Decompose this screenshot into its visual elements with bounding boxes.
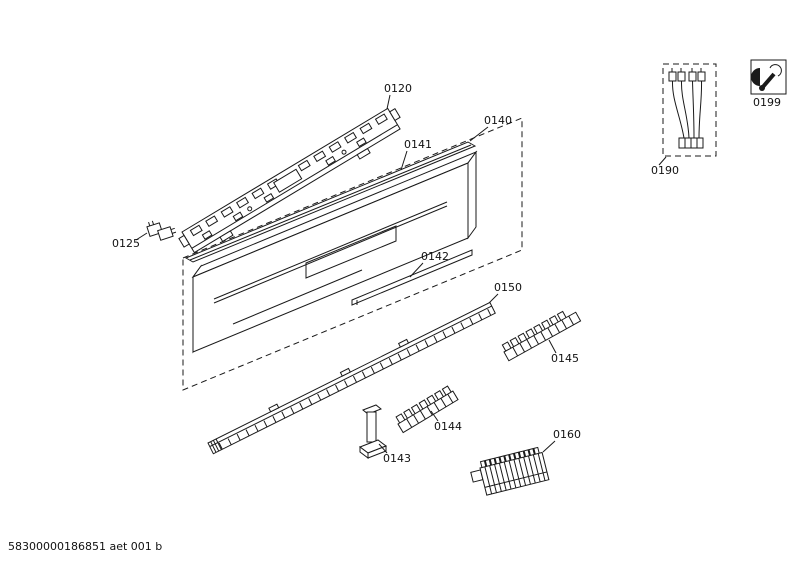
part-label-0190: 0190 bbox=[651, 164, 679, 177]
harness-box bbox=[662, 63, 717, 157]
part-label-0150: 0150 bbox=[494, 281, 522, 294]
part-label-0125: 0125 bbox=[112, 237, 140, 250]
leader-0143 bbox=[378, 443, 388, 454]
part-0199-tool bbox=[750, 59, 787, 95]
leader-0150 bbox=[488, 293, 499, 304]
part-0143-bracket bbox=[358, 404, 388, 459]
part-0125-component bbox=[146, 220, 177, 241]
leader-0140 bbox=[469, 126, 489, 142]
part-label-0141: 0141 bbox=[404, 138, 432, 151]
part-0142-strip bbox=[351, 249, 473, 306]
part-0140-control-panel bbox=[191, 150, 478, 354]
leader-0120 bbox=[386, 94, 391, 110]
leader-0145 bbox=[548, 339, 557, 354]
part-label-0120: 0120 bbox=[384, 82, 412, 95]
part-label-0145: 0145 bbox=[551, 352, 579, 365]
service-tool-icon bbox=[751, 64, 782, 91]
leader-0141 bbox=[400, 150, 408, 171]
leader-0125 bbox=[135, 232, 148, 241]
part-0144-button-strip bbox=[395, 385, 459, 434]
part-0141-trim-strip bbox=[184, 141, 477, 263]
panel-boundary-dashed bbox=[182, 117, 523, 391]
cable-harness-icon bbox=[668, 68, 706, 149]
document-number: 58300000186851 aet 001 b bbox=[8, 540, 162, 553]
part-label-0160: 0160 bbox=[553, 428, 581, 441]
part-label-0199: 0199 bbox=[753, 96, 781, 109]
part-label-0142: 0142 bbox=[421, 250, 449, 263]
part-label-0143: 0143 bbox=[383, 452, 411, 465]
part-0150-trim-rail bbox=[207, 301, 496, 455]
part-0160-connector-block bbox=[470, 446, 550, 496]
leader-0160 bbox=[542, 440, 556, 453]
leader-0190 bbox=[658, 156, 667, 166]
part-0190-cable-harness bbox=[662, 63, 717, 157]
leader-0144 bbox=[430, 410, 439, 422]
part-0145-button-strip bbox=[501, 310, 582, 362]
part-labels: 0120 0125 0140 0141 0142 0150 0145 0144 … bbox=[112, 82, 781, 465]
part-0120-control-module bbox=[178, 107, 401, 254]
part-label-0140: 0140 bbox=[484, 114, 512, 127]
leader-0142 bbox=[409, 262, 424, 278]
leader-lines bbox=[135, 94, 667, 454]
part-label-0144: 0144 bbox=[434, 420, 462, 433]
